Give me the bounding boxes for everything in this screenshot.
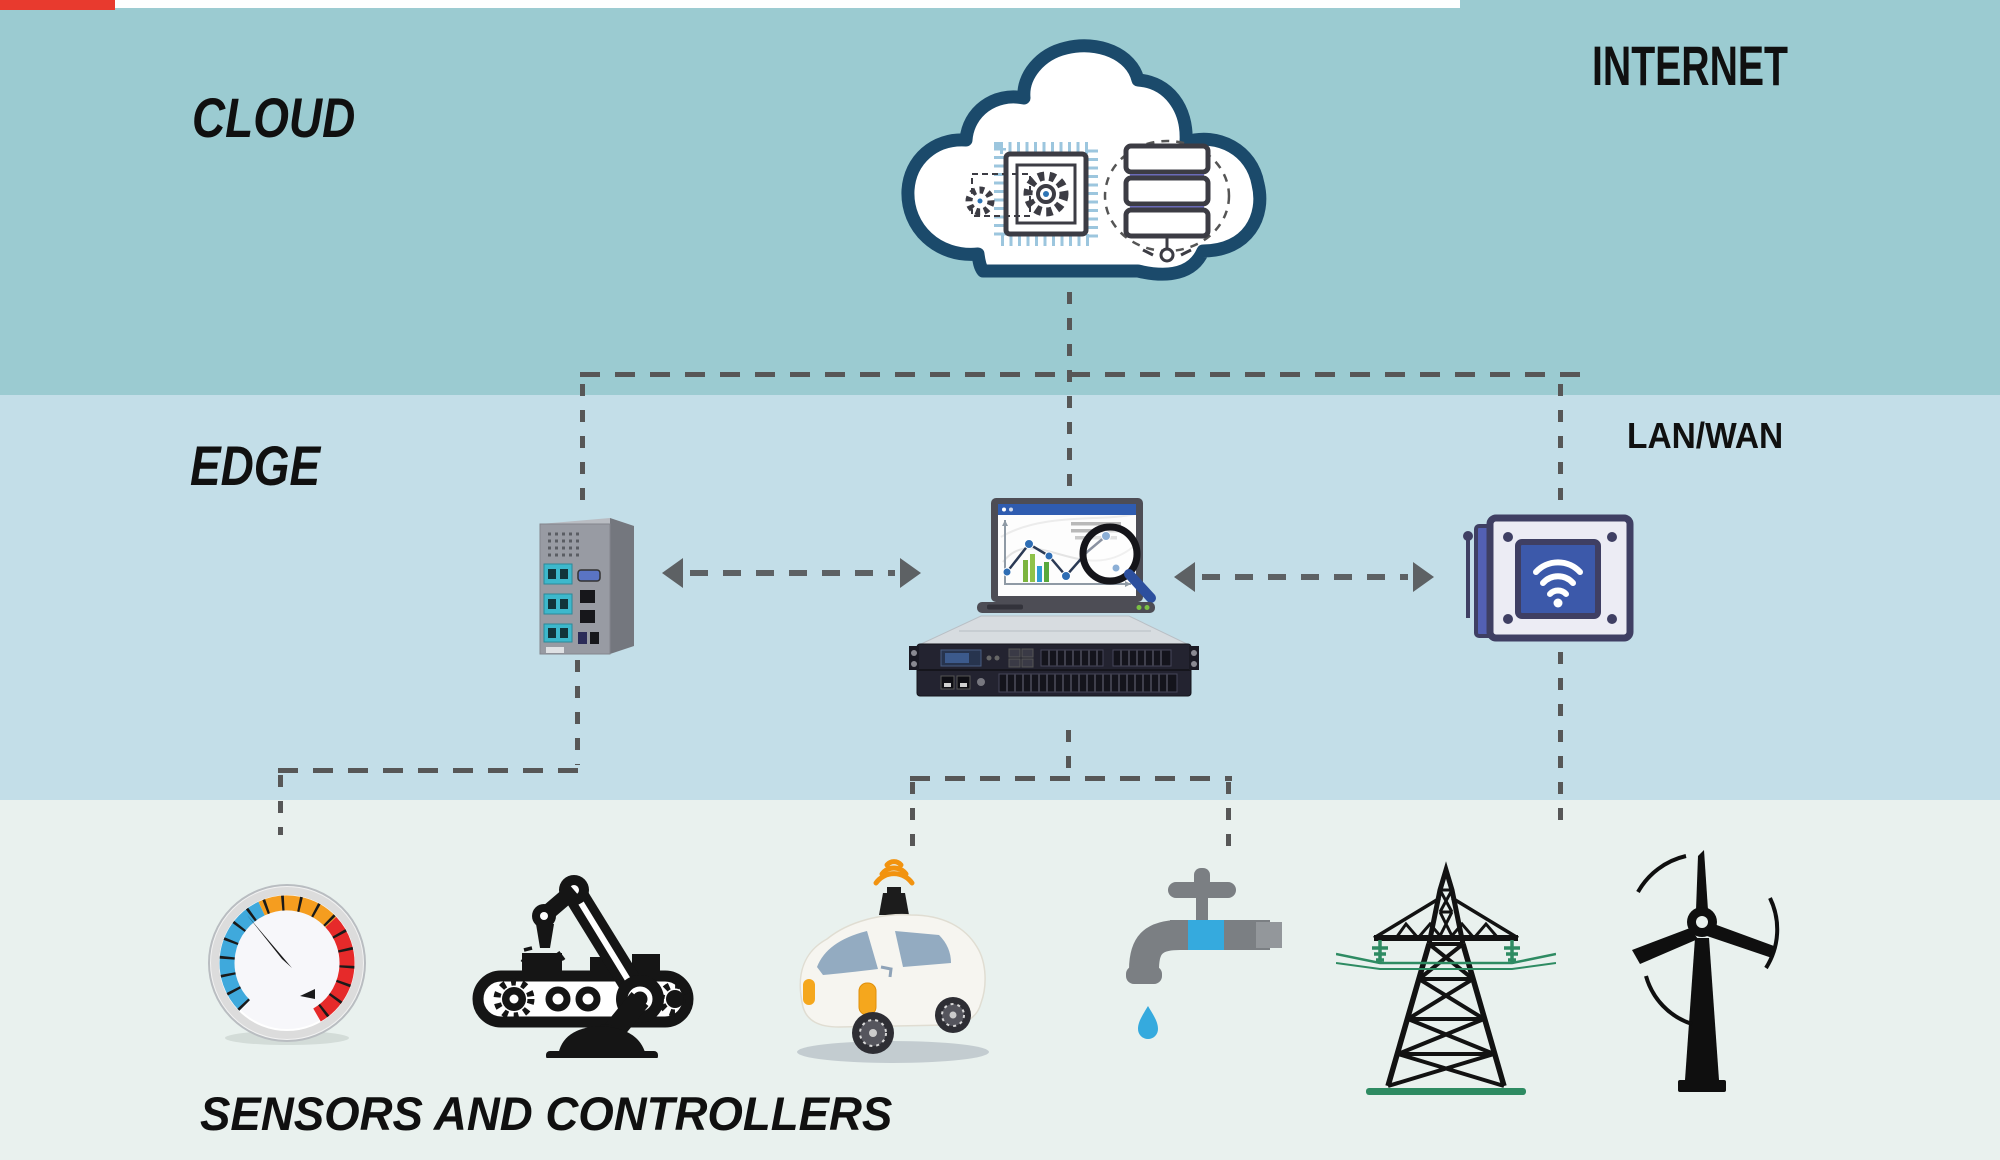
- power-tower-node: [1336, 848, 1556, 1098]
- cloud-layer-label: CLOUD: [192, 86, 356, 149]
- rotation-arcs: [1636, 854, 1780, 1026]
- wireless-gateway-icon: [1463, 514, 1634, 642]
- arrow-head-left-to-laptop: [1174, 562, 1195, 592]
- robotic-arm-node: [470, 858, 710, 1058]
- wireless-gateway-node: [1456, 510, 1636, 650]
- drop-to-gauge: [278, 775, 283, 835]
- wind-turbine-node: [1622, 846, 1782, 1098]
- ethernet-port-2: [580, 610, 595, 623]
- bar-chart: [1023, 554, 1049, 582]
- drop-to-faucet: [1226, 782, 1231, 858]
- top-left-red-mark: [0, 0, 115, 10]
- lan-wan-label: LAN/WAN: [1627, 415, 1784, 456]
- center-branch-line: [910, 776, 1232, 781]
- wheels: [852, 997, 971, 1054]
- power-tower-icon: [1336, 861, 1556, 1095]
- roof-sensor: [873, 859, 915, 915]
- edge-layer-label: EDGE: [190, 434, 321, 497]
- drop-to-gateway: [1558, 384, 1563, 510]
- robotic-arm-icon: [472, 875, 694, 1058]
- vga-port: [577, 569, 601, 582]
- wifi-icon: [1533, 559, 1583, 608]
- rack-server-icon: [909, 615, 1199, 697]
- teal-port-group: [543, 563, 573, 643]
- autonomous-car-icon: [797, 859, 989, 1063]
- magnifier-icon: [1079, 523, 1156, 603]
- industrial-pc-icon: [539, 518, 634, 655]
- industrial-pc-node: [530, 510, 645, 660]
- cloud-stem-dashed-line: [1067, 292, 1072, 492]
- processor-chip-icon: [965, 142, 1098, 246]
- internet-label: INTERNET: [1592, 34, 1788, 97]
- drop-to-car-left: [910, 782, 915, 858]
- analytics-laptop-server-node: [903, 492, 1203, 710]
- gauge-icon: [208, 884, 366, 1045]
- autonomous-car-node: [775, 855, 1010, 1069]
- faucet-icon: [1126, 868, 1282, 1039]
- insulators-and-wires: [1336, 940, 1556, 970]
- arrow-head-left-to-ipc: [662, 558, 683, 588]
- water-drop: [1138, 1006, 1158, 1039]
- top-edge-white-strip: [115, 0, 1460, 8]
- ethernet-port: [580, 590, 595, 603]
- left-branch-line: [278, 768, 583, 773]
- analytics-laptop-icon: [977, 498, 1156, 613]
- gauge-needle: [247, 915, 292, 968]
- wind-turbine-icon: [1632, 850, 1780, 1092]
- server-down-line: [1066, 730, 1071, 775]
- sensors-layer-label: SENSORS AND CONTROLLERS: [200, 1087, 893, 1140]
- pressure-gauge-node: [202, 878, 372, 1048]
- line-chart: [1002, 531, 1121, 581]
- trunk-dashed-line: [580, 372, 1585, 377]
- server-stack-icon: [1103, 139, 1231, 263]
- right-arrow-dashes: [1202, 574, 1408, 580]
- industrial-pc-down-line: [575, 660, 580, 765]
- left-arrow-dashes: [690, 570, 895, 576]
- cloud-computing-node: [888, 36, 1273, 308]
- arrow-head-right-to-laptop: [900, 558, 921, 588]
- drop-to-industrial-pc: [580, 384, 585, 514]
- arrow-head-right-to-gateway: [1413, 562, 1434, 592]
- gateway-down-line: [1558, 652, 1563, 827]
- water-faucet-node: [1118, 858, 1288, 1050]
